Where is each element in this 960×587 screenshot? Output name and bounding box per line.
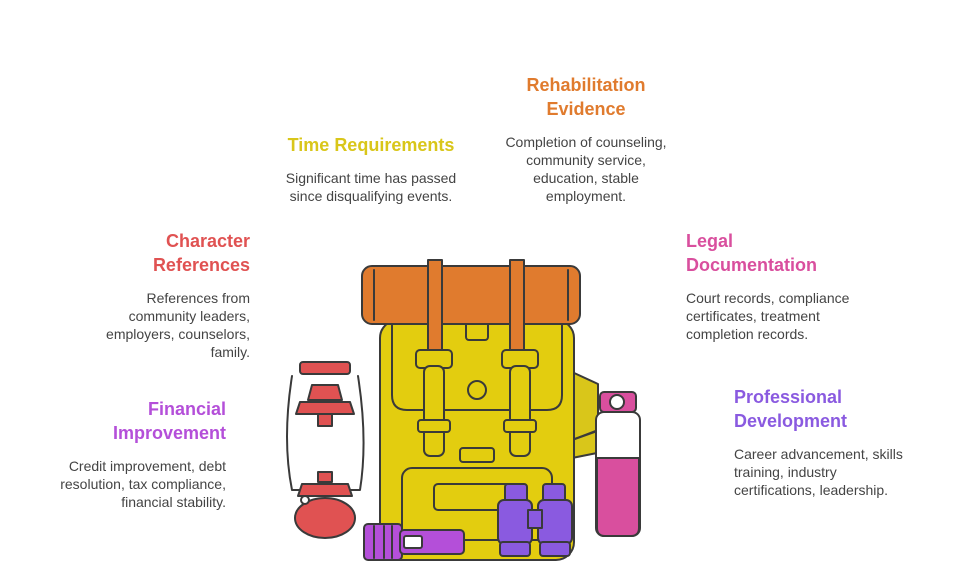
financial-improvement-block: Financial Improvement Credit improvement… bbox=[30, 397, 226, 511]
title-line: Character bbox=[165, 231, 250, 251]
title-line: Development bbox=[734, 411, 848, 431]
character-references-title: Character References bbox=[60, 229, 250, 277]
desc-line: Significant time has passed bbox=[285, 170, 457, 186]
time-requirements-title: Time Requirements bbox=[266, 133, 476, 157]
title-line: Financial bbox=[147, 399, 226, 419]
desc-line: education, stable bbox=[533, 170, 639, 186]
professional-development-title: Professional Development bbox=[734, 385, 934, 433]
bedroll-icon bbox=[361, 259, 581, 351]
title-line: Rehabilitation bbox=[526, 75, 646, 95]
title-line: Evidence bbox=[546, 99, 626, 119]
desc-line: Court records, compliance bbox=[686, 290, 850, 306]
professional-development-block: Professional Development Career advancem… bbox=[734, 385, 934, 499]
title-line: Improvement bbox=[112, 423, 226, 443]
time-requirements-block: Time Requirements Significant time has p… bbox=[266, 133, 476, 205]
desc-line: employment. bbox=[545, 188, 627, 204]
professional-development-description: Career advancement, skills training, ind… bbox=[734, 445, 934, 499]
character-references-description: References from community leaders, emplo… bbox=[60, 289, 250, 361]
flashlight-icon bbox=[363, 523, 465, 561]
desc-line: financial stability. bbox=[121, 494, 226, 510]
character-references-block: Character References References from com… bbox=[60, 229, 250, 361]
desc-line: since disqualifying events. bbox=[289, 188, 453, 204]
desc-line: certificates, treatment bbox=[686, 308, 820, 324]
legal-documentation-title: Legal Documentation bbox=[686, 229, 886, 277]
water-bottle-icon bbox=[595, 391, 641, 537]
desc-line: completion records. bbox=[686, 326, 809, 342]
financial-improvement-description: Credit improvement, debt resolution, tax… bbox=[30, 457, 226, 511]
legal-documentation-description: Court records, compliance certificates, … bbox=[686, 289, 886, 343]
desc-line: Completion of counseling, bbox=[505, 134, 667, 150]
desc-line: Credit improvement, debt bbox=[68, 458, 226, 474]
time-requirements-description: Significant time has passed since disqua… bbox=[266, 169, 476, 205]
title-line: Legal bbox=[686, 231, 734, 251]
rehabilitation-evidence-title: Rehabilitation Evidence bbox=[486, 73, 686, 121]
title-line: Professional bbox=[734, 387, 843, 407]
desc-line: References from bbox=[146, 290, 250, 306]
desc-line: community service, bbox=[526, 152, 646, 168]
desc-line: certifications, leadership. bbox=[734, 482, 889, 498]
desc-line: Career advancement, skills bbox=[734, 446, 903, 462]
title-line: Documentation bbox=[686, 255, 818, 275]
legal-documentation-block: Legal Documentation Court records, compl… bbox=[686, 229, 886, 343]
title-line: References bbox=[152, 255, 250, 275]
desc-line: employers, counselors, bbox=[106, 326, 250, 342]
lantern-icon bbox=[286, 361, 365, 539]
financial-improvement-title: Financial Improvement bbox=[30, 397, 226, 445]
title-line: Time Requirements bbox=[287, 135, 455, 155]
binoculars-icon bbox=[497, 483, 573, 557]
desc-line: resolution, tax compliance, bbox=[60, 476, 226, 492]
rehabilitation-evidence-block: Rehabilitation Evidence Completion of co… bbox=[486, 73, 686, 205]
desc-line: training, industry bbox=[734, 464, 837, 480]
rehabilitation-evidence-description: Completion of counseling, community serv… bbox=[486, 133, 686, 205]
desc-line: community leaders, bbox=[128, 308, 250, 324]
desc-line: family. bbox=[210, 344, 250, 360]
